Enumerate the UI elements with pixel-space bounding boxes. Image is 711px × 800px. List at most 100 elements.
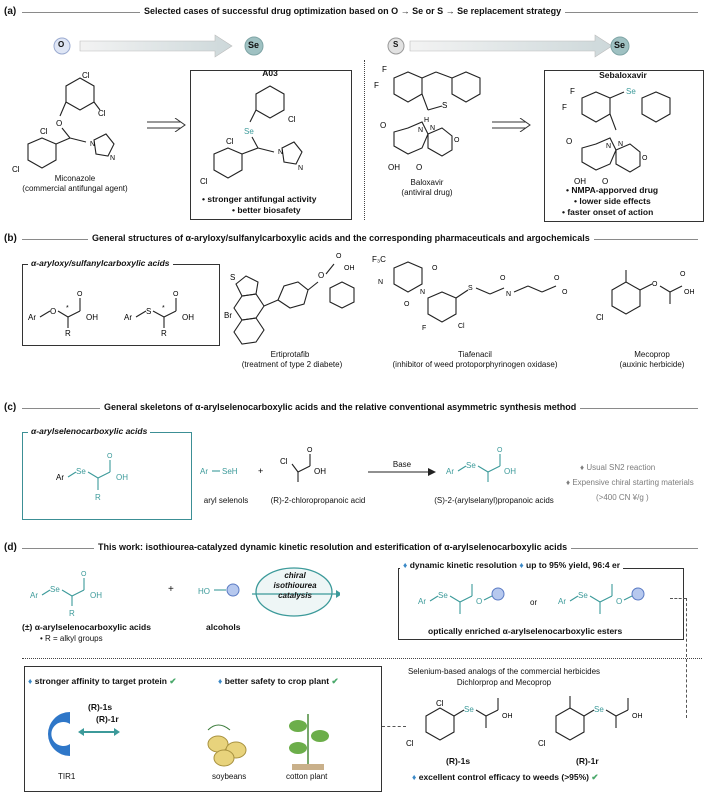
r1r-label: (R)-1r bbox=[576, 756, 599, 766]
svg-text:*: * bbox=[162, 305, 165, 312]
svg-text:OH: OH bbox=[90, 591, 102, 600]
svg-text:Se: Se bbox=[464, 705, 474, 714]
svg-text:OH: OH bbox=[632, 713, 643, 720]
chloro-acid-label: (R)-2-chloropropanoic acid bbox=[270, 496, 366, 505]
svg-text:N: N bbox=[420, 289, 425, 296]
soybeans-label: soybeans bbox=[212, 772, 247, 781]
miconazole-structure: Cl Cl O NN Cl Cl bbox=[12, 71, 115, 174]
a-divider bbox=[364, 60, 365, 220]
alcohol-structure: HO bbox=[198, 583, 240, 597]
svg-text:O: O bbox=[554, 275, 560, 282]
svg-text:O: O bbox=[77, 291, 83, 298]
svg-text:OH: OH bbox=[388, 163, 400, 172]
o-badge: O bbox=[58, 40, 65, 49]
svg-text:S: S bbox=[230, 273, 235, 282]
seb-bullet-1: • NMPA-apporved drug bbox=[566, 185, 659, 195]
application-box bbox=[24, 666, 382, 792]
r1s-label-left: (R)-1s bbox=[88, 702, 113, 712]
svg-text:O: O bbox=[336, 253, 342, 260]
svg-text:Se: Se bbox=[578, 591, 588, 600]
r1r-label-left: (R)-1r bbox=[96, 714, 119, 724]
svg-text:OH: OH bbox=[116, 473, 128, 482]
miconazole-name: Miconazole bbox=[54, 174, 96, 183]
product-label: (S)-2-(arylselanyl)propanoic acids bbox=[434, 496, 554, 505]
s-badge: S bbox=[393, 40, 399, 49]
svg-text:R: R bbox=[161, 329, 167, 336]
svg-text:+: + bbox=[258, 466, 263, 476]
connector-left bbox=[382, 726, 406, 727]
svg-text:OH: OH bbox=[344, 265, 355, 272]
application-illustrations bbox=[48, 712, 329, 770]
section-c-label: (c) bbox=[4, 402, 17, 413]
svg-text:Se: Se bbox=[594, 705, 604, 714]
svg-text:O: O bbox=[454, 137, 460, 144]
svg-text:F: F bbox=[382, 65, 387, 74]
svg-text:Cl: Cl bbox=[406, 739, 414, 748]
seb-bullet-2: • lower side effects bbox=[574, 196, 651, 206]
svg-text:Se: Se bbox=[466, 461, 476, 470]
affinity-claim: ♦ stronger affinity to target protein ✔ bbox=[28, 676, 177, 686]
svg-text:Cl: Cl bbox=[82, 71, 90, 80]
replacement-arrows bbox=[53, 34, 630, 58]
conventional-synthesis-scheme: Ar SeH + Cl OOH Ar Se OOH bbox=[200, 447, 516, 482]
mecoprop-structure: Cl O OOH bbox=[596, 270, 695, 322]
svg-text:N: N bbox=[418, 127, 423, 134]
a03-title: A03 bbox=[262, 68, 278, 78]
svg-text:N: N bbox=[90, 141, 95, 148]
connector-top bbox=[670, 598, 686, 599]
svg-text:N: N bbox=[110, 155, 115, 162]
mecoprop-name: Mecoprop bbox=[634, 350, 670, 359]
open-arrow-2 bbox=[492, 118, 531, 132]
svg-text:O: O bbox=[566, 137, 572, 146]
svg-text:O: O bbox=[602, 177, 608, 185]
tir1-label: TIR1 bbox=[58, 772, 76, 781]
svg-text:O: O bbox=[416, 163, 422, 172]
svg-text:OH: OH bbox=[86, 313, 98, 322]
svg-text:Cl: Cl bbox=[288, 115, 296, 124]
herbicide-analog-structures: Cl Cl Se OH Cl Se OH bbox=[406, 696, 643, 748]
svg-text:F: F bbox=[374, 81, 379, 90]
section-d-label: (d) bbox=[4, 542, 17, 553]
svg-text:N: N bbox=[618, 141, 623, 148]
dkr-badge: ♦ dynamic kinetic resolution ♦ up to 95%… bbox=[400, 560, 624, 571]
svg-text:O: O bbox=[107, 453, 113, 460]
svg-text:S: S bbox=[146, 307, 151, 316]
plus-sign: + bbox=[168, 584, 174, 595]
selenocarboxylic-general-structure: Ar Se OOH R bbox=[56, 453, 128, 502]
section-b-label: (b) bbox=[4, 233, 17, 244]
svg-text:Se: Se bbox=[438, 591, 448, 600]
connector-vertical bbox=[686, 598, 687, 718]
svg-text:Br: Br bbox=[224, 311, 232, 320]
svg-text:O: O bbox=[642, 155, 648, 162]
svg-text:Ar: Ar bbox=[418, 597, 426, 606]
base-label: Base bbox=[392, 460, 412, 469]
svg-text:F: F bbox=[570, 87, 575, 96]
ertiprotafib-structure: S Br O OOH bbox=[224, 253, 355, 345]
mecoprop-sub: (auxinic herbicide) bbox=[619, 360, 685, 369]
svg-text:*: * bbox=[66, 305, 69, 312]
a03-box bbox=[190, 70, 352, 220]
a03-bullet-1: • stronger antifungal activity bbox=[202, 194, 317, 204]
r1s-label: (R)-1s bbox=[446, 756, 471, 766]
svg-text:Cl: Cl bbox=[458, 323, 465, 330]
svg-text:Ar: Ar bbox=[28, 313, 36, 322]
svg-text:O: O bbox=[50, 307, 56, 316]
seb-bullet-3: • faster onset of action bbox=[562, 207, 654, 217]
section-a-label: (a) bbox=[4, 6, 17, 17]
svg-text:O: O bbox=[173, 291, 179, 298]
se-badge-2: Se bbox=[614, 40, 626, 50]
svg-text:N: N bbox=[430, 125, 435, 132]
alcohols-label: alcohols bbox=[206, 622, 241, 632]
svg-text:SeH: SeH bbox=[222, 467, 238, 476]
racemic-label: (±) α-arylselenocarboxylic acids bbox=[22, 622, 151, 632]
svg-text:Cl: Cl bbox=[226, 137, 234, 146]
svg-text:F: F bbox=[422, 325, 426, 332]
svg-text:HO: HO bbox=[198, 587, 210, 596]
svg-text:O: O bbox=[616, 597, 622, 606]
svg-text:N: N bbox=[278, 149, 283, 156]
se-badge-1: Se bbox=[248, 40, 260, 50]
svg-text:N: N bbox=[506, 291, 511, 298]
